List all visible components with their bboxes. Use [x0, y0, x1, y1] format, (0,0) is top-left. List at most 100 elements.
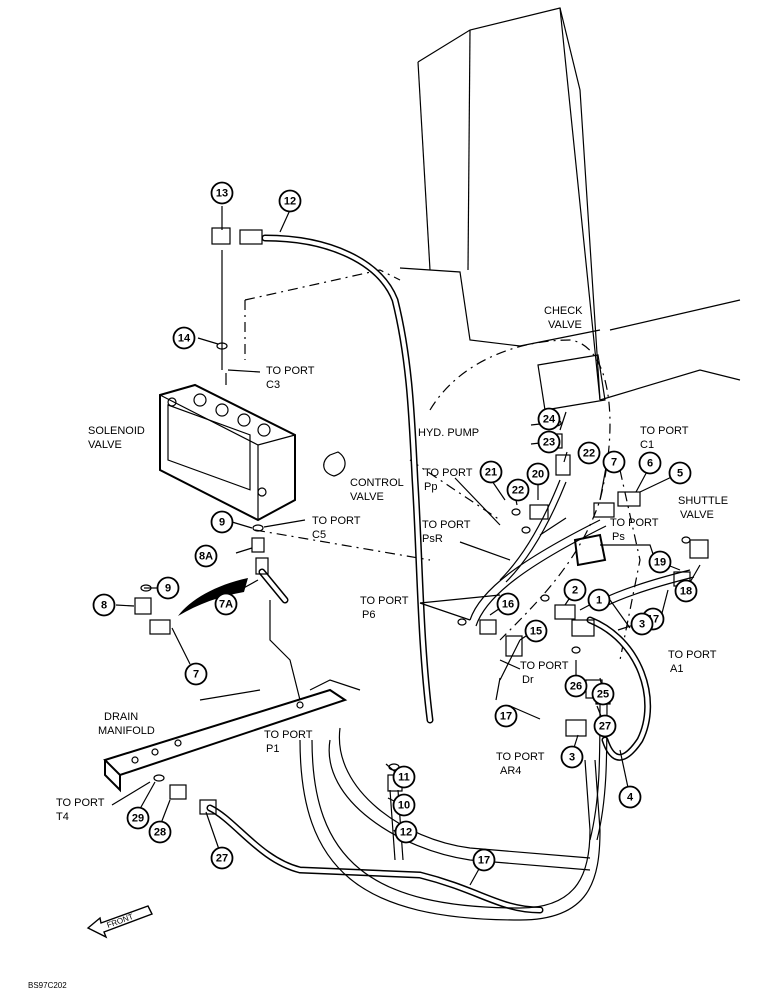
callout-bubble	[479, 460, 503, 484]
callout-10: 10	[392, 793, 416, 817]
machine-outline	[399, 7, 741, 401]
to-port-dr-label: TO PORT	[520, 660, 569, 672]
callout-2: 2	[563, 578, 587, 602]
callout-17: 17	[472, 848, 496, 872]
callout-29: 29	[126, 806, 150, 830]
callout-number: 27	[216, 853, 228, 865]
callout-bubble	[591, 682, 615, 706]
callout-bubble	[577, 441, 601, 465]
callout-bubble	[537, 407, 561, 431]
callout-bubble	[638, 451, 662, 475]
to-port-psr-label: TO PORT	[422, 519, 471, 531]
to-port-a1-label: TO PORT	[668, 649, 717, 661]
callout-number: 2	[572, 585, 578, 597]
callout-27: 27	[593, 714, 617, 738]
callout-bubble	[618, 785, 642, 809]
callout-group: 13121498A7A89729282711101217242322212220…	[92, 181, 698, 872]
callout-bubble	[210, 846, 234, 870]
frame-lines	[269, 600, 361, 701]
callout-number: 12	[284, 196, 296, 208]
to-port-c5-label: TO PORT	[312, 515, 361, 527]
callout-number: 9	[219, 517, 225, 529]
drain-manifold-label-2: MANIFOLD	[98, 725, 155, 737]
callout-4: 4	[618, 785, 642, 809]
callout-number: 29	[132, 813, 144, 825]
callout-number: 7	[193, 669, 199, 681]
callout-bubble	[593, 714, 617, 738]
callout-number: 4	[627, 792, 634, 804]
callout-bubble	[184, 662, 208, 686]
psr-label: PsR	[422, 533, 443, 545]
callout-bubble	[526, 462, 550, 486]
callout-9: 9	[210, 510, 234, 534]
callout-number: 14	[178, 333, 191, 345]
callout-number: 22	[583, 448, 595, 460]
shuttle-valve-label-2: VALVE	[680, 509, 714, 521]
callout-number: 20	[532, 469, 544, 481]
callout-number: 7	[611, 457, 617, 469]
callout-bubble	[92, 593, 116, 617]
hyd-pump-label: HYD. PUMP	[418, 427, 479, 439]
callout-5: 5	[668, 461, 692, 485]
callout-17: 17	[494, 704, 518, 728]
callout-bubble	[537, 430, 561, 454]
callout-7: 7	[602, 450, 626, 474]
callout-bubble	[126, 806, 150, 830]
callout-number: 8A	[199, 551, 213, 563]
callout-11: 11	[392, 765, 416, 789]
ps-label: Ps	[612, 531, 625, 543]
to-port-c3-label: TO PORT	[266, 365, 315, 377]
to-port-p6-label: TO PORT	[360, 595, 409, 607]
callout-number: 11	[398, 772, 410, 784]
c1-label: C1	[640, 439, 654, 451]
callout-bubble	[602, 450, 626, 474]
solenoid-valve-label-2: VALVE	[88, 439, 122, 451]
solenoid-valve-label-1: SOLENOID	[88, 425, 145, 437]
callout-number: 7A	[219, 599, 233, 611]
to-port-pp-label: TO PORT	[424, 467, 473, 479]
callout-7a: 7A	[214, 592, 238, 616]
callout-number: 17	[478, 855, 490, 867]
callout-16: 16	[496, 592, 520, 616]
callout-number: 16	[502, 599, 514, 611]
callout-27: 27	[210, 846, 234, 870]
callout-bubble	[210, 181, 234, 205]
callout-14: 14	[172, 326, 196, 350]
p6-label: P6	[362, 609, 375, 621]
figure-code: BS97C202	[28, 981, 67, 990]
callout-bubble	[563, 578, 587, 602]
callout-9: 9	[156, 576, 180, 600]
to-port-ar4-label: TO PORT	[496, 751, 545, 763]
callout-7: 7	[184, 662, 208, 686]
callout-number: 21	[485, 467, 497, 479]
callout-number: 17	[500, 711, 512, 723]
callout-number: 28	[154, 827, 166, 839]
callout-bubble	[172, 326, 196, 350]
callout-number: 19	[654, 557, 666, 569]
motion-arrow	[178, 578, 248, 616]
check-valve	[537, 354, 606, 411]
a1-label: A1	[670, 663, 683, 675]
to-port-ps-label: TO PORT	[610, 517, 659, 529]
callout-number: 15	[530, 626, 542, 638]
callout-number: 24	[543, 414, 556, 426]
callout-3: 3	[630, 612, 654, 636]
callout-bubble	[214, 592, 238, 616]
callout-number: 23	[543, 437, 555, 449]
callout-number: 27	[599, 721, 611, 733]
callout-bubble	[394, 820, 418, 844]
to-port-p1-label: TO PORT	[264, 729, 313, 741]
callout-22: 22	[506, 478, 530, 502]
callout-bubble	[148, 820, 172, 844]
hoses	[206, 234, 695, 921]
callout-bubble	[674, 579, 698, 603]
callout-bubble	[524, 619, 548, 643]
callout-12: 12	[278, 189, 302, 213]
callout-number: 22	[512, 485, 524, 497]
to-port-c1-label: TO PORT	[640, 425, 689, 437]
callout-number: 25	[597, 689, 609, 701]
callout-number: 3	[639, 619, 645, 631]
callout-13: 13	[210, 181, 234, 205]
front-arrow-icon: FRONT	[86, 905, 153, 939]
